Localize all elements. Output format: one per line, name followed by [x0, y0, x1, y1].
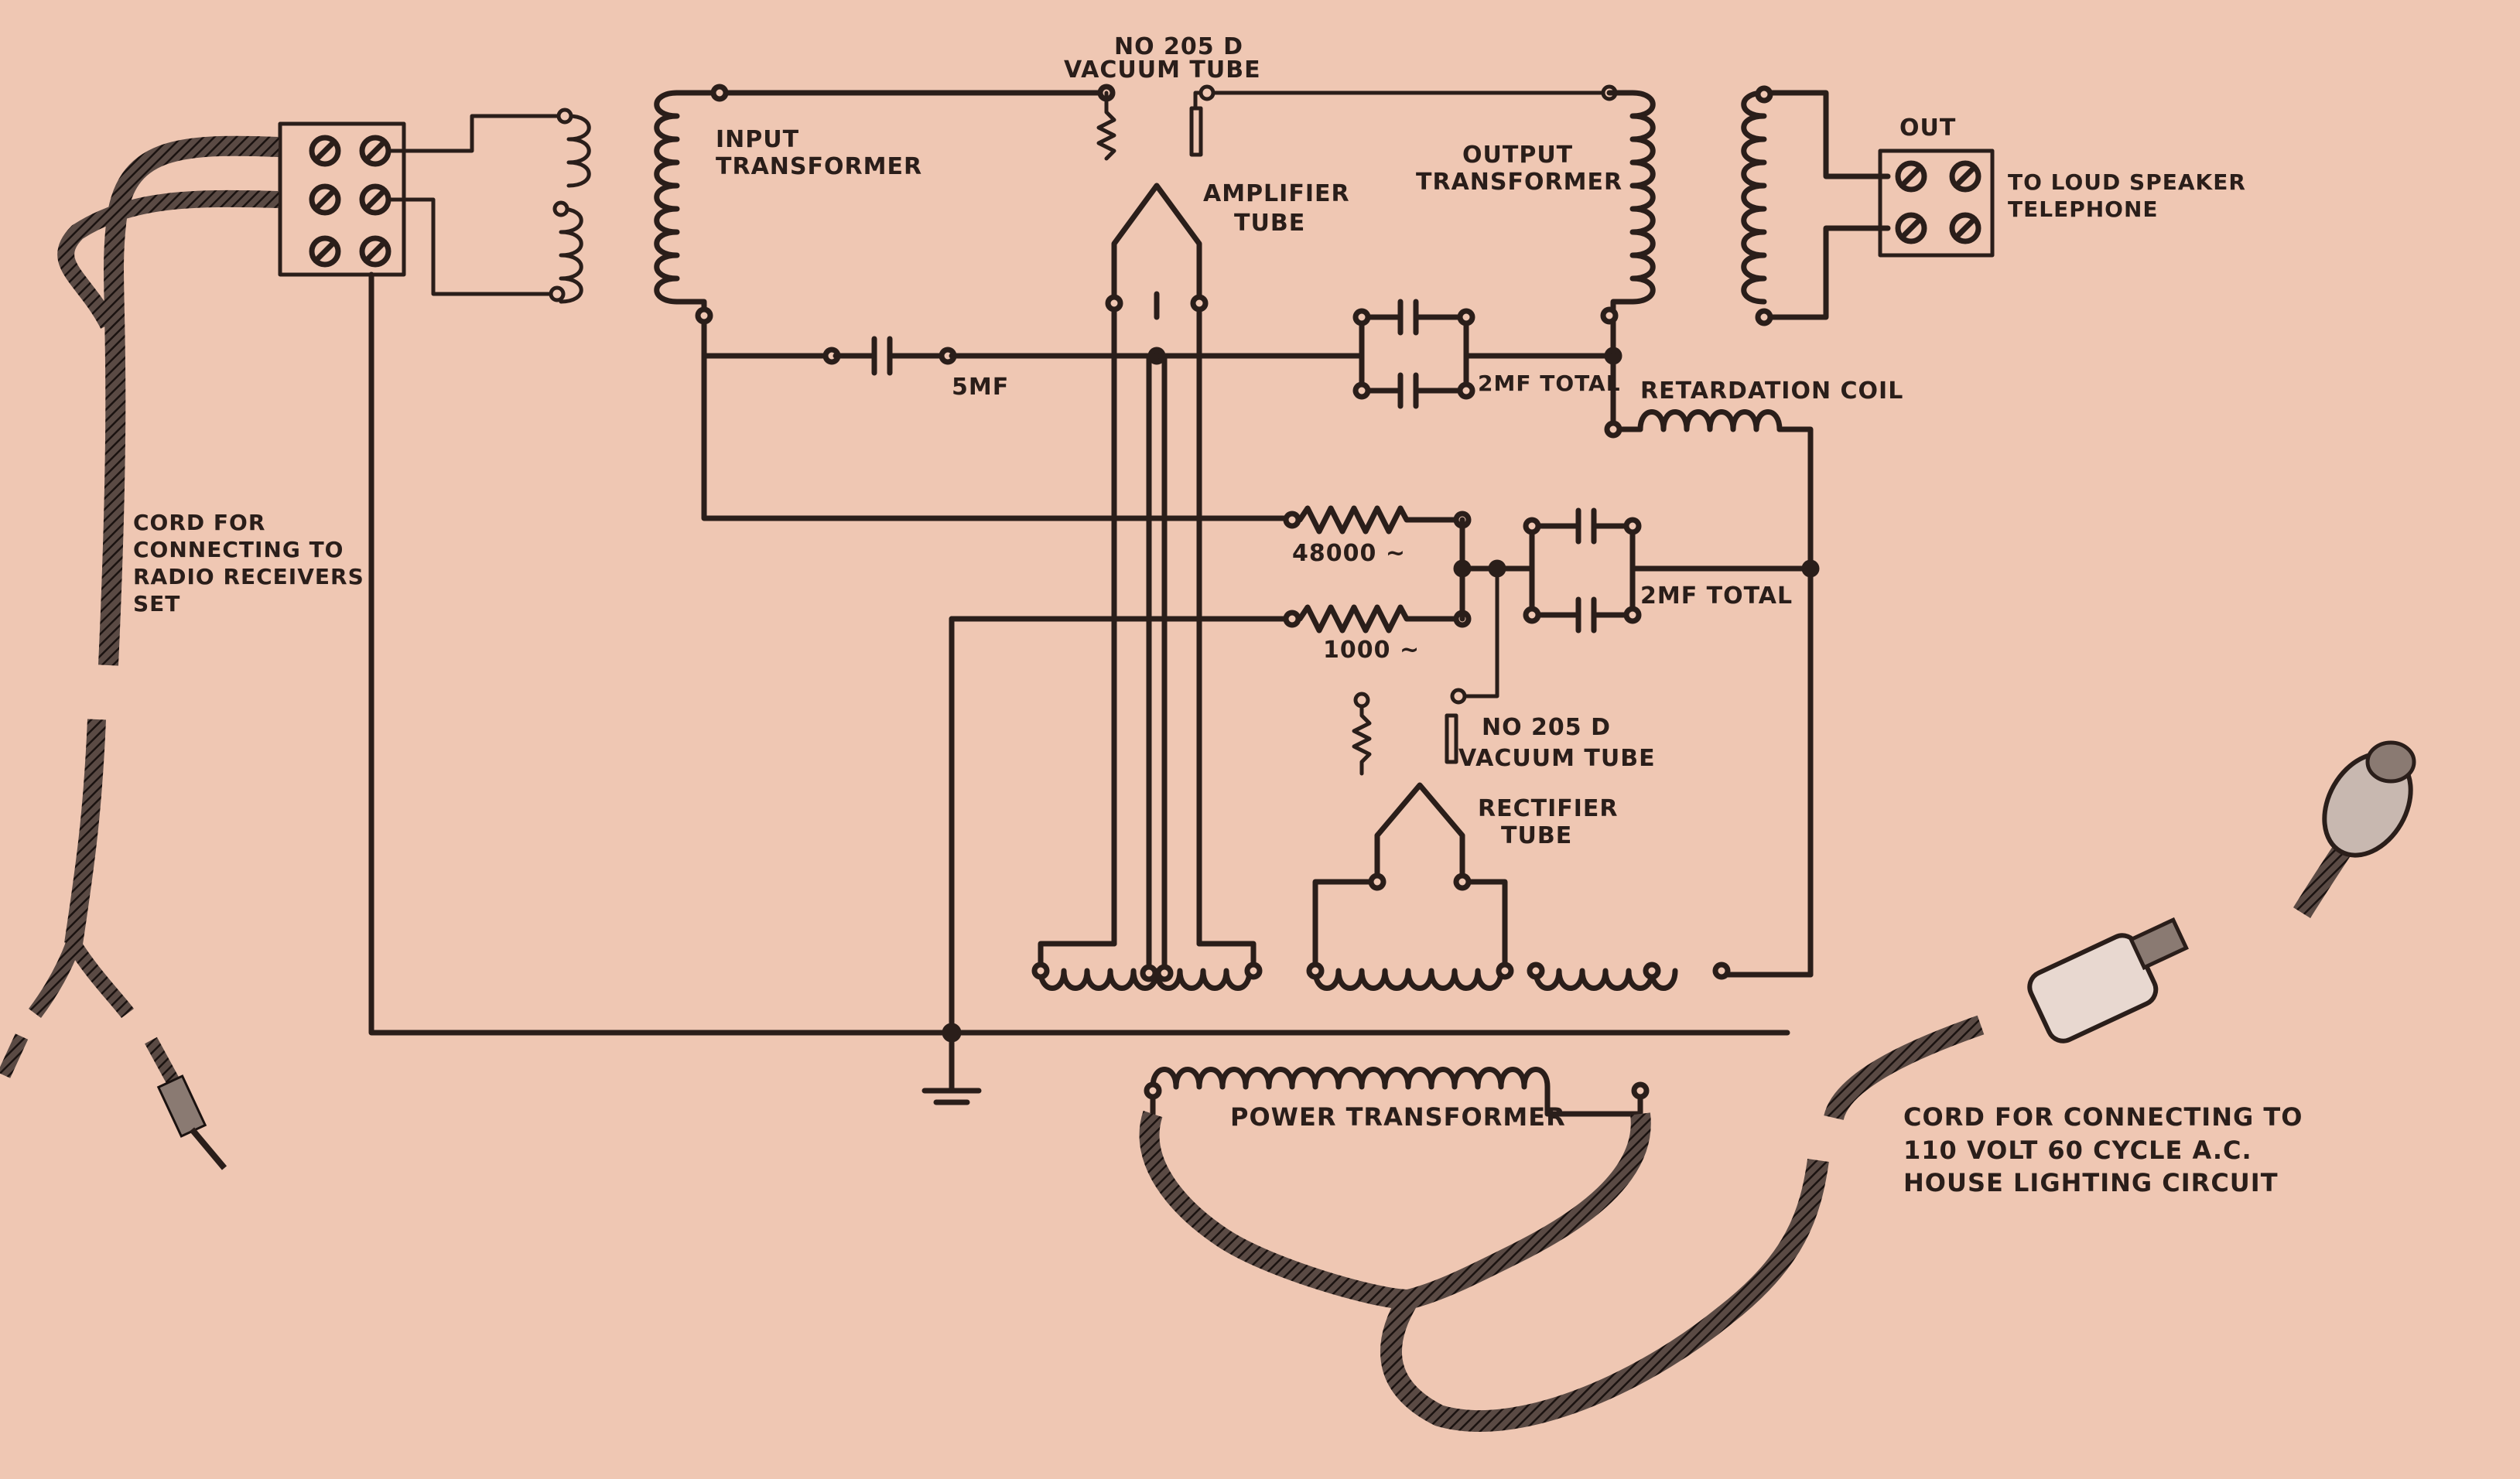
speaker-terminal-block — [1878, 149, 1995, 258]
label-loud-speaker-1: TO LOUD SPEAKER — [2008, 169, 2246, 195]
receiver-cord — [0, 135, 279, 1170]
output-secondary-coil — [1741, 85, 1891, 326]
label-cap-2mf-a: 2MF TOTAL — [1478, 371, 1621, 396]
label-cord-ac-1: CORD FOR CONNECTING TO — [1903, 1102, 2303, 1132]
power-transformer-secondary-2 — [1306, 962, 1514, 991]
label-tube-top-2: VACUUM TUBE — [1064, 56, 1261, 84]
label-tube-bottom-2: VACUUM TUBE — [1458, 745, 1656, 772]
label-cord-ac-2: 110 VOLT 60 CYCLE A.C. — [1903, 1136, 2252, 1165]
power-transformer-secondary-1 — [1031, 962, 1263, 991]
label-rectifier-tube-2: TUBE — [1501, 822, 1572, 849]
capacitor-bank-lower — [1523, 507, 1820, 634]
label-power-transformer: POWER TRANSFORMER — [1230, 1102, 1566, 1132]
power-cord — [1139, 740, 2416, 1432]
label-cap-2mf-b: 2MF TOTAL — [1640, 582, 1793, 610]
amplifier-tube — [1038, 183, 1257, 974]
label-output-transformer-1: OUTPUT — [1462, 142, 1573, 169]
input-jack-coil — [388, 108, 591, 304]
label-rectifier-tube-1: RECTIFIER — [1478, 795, 1619, 822]
label-tube-bottom-1: NO 205 D — [1482, 714, 1611, 741]
ground-bus — [368, 272, 1790, 1105]
label-cord-receiver-4: SET — [133, 591, 180, 617]
power-transformer-primary — [1144, 1067, 1650, 1117]
filament-leads — [1146, 353, 1168, 974]
retardation-coil — [1604, 353, 1814, 978]
label-output-transformer-2: TRANSFORMER — [1416, 169, 1622, 196]
label-out: OUT — [1899, 114, 1956, 142]
label-retardation-coil: RETARDATION COIL — [1640, 377, 1903, 405]
resistor-network — [701, 353, 1535, 1071]
input-terminal-block — [278, 121, 406, 277]
diagram-labels: NO 205 D VACUUM TUBE INPUT TRANSFORMER O… — [133, 33, 2303, 1197]
label-loud-speaker-2: TELEPHONE — [2008, 196, 2159, 222]
label-res-1000: 1000 ~ — [1323, 637, 1420, 664]
label-cord-receiver-2: CONNECTING TO — [133, 537, 344, 562]
label-tube-top-1: NO 205 D — [1114, 33, 1243, 60]
rectifier-tube — [1312, 782, 1508, 974]
label-res-48000: 48000 ~ — [1292, 540, 1406, 567]
label-amplifier-tube-1: AMPLIFIER — [1203, 180, 1350, 207]
label-input-transformer-2: TRANSFORMER — [716, 153, 922, 180]
coupling-bus — [701, 336, 1361, 376]
amplifier-tube-grid-symbol — [1096, 84, 1618, 161]
power-transformer-secondary-3 — [1527, 962, 1814, 991]
label-cord-receiver-3: RADIO RECEIVERS — [133, 564, 364, 589]
capacitor-bank-upper — [1352, 299, 1622, 409]
rectifier-grid-symbol — [1352, 566, 1499, 776]
input-transformer — [654, 84, 1116, 359]
label-amplifier-tube-2: TUBE — [1234, 210, 1305, 237]
label-cord-receiver-1: CORD FOR — [133, 510, 265, 535]
label-cap-5mf: 5MF — [952, 374, 1009, 401]
label-cord-ac-3: HOUSE LIGHTING CIRCUIT — [1903, 1168, 2279, 1197]
output-transformer — [1600, 90, 1656, 359]
label-input-transformer-1: INPUT — [716, 126, 799, 153]
